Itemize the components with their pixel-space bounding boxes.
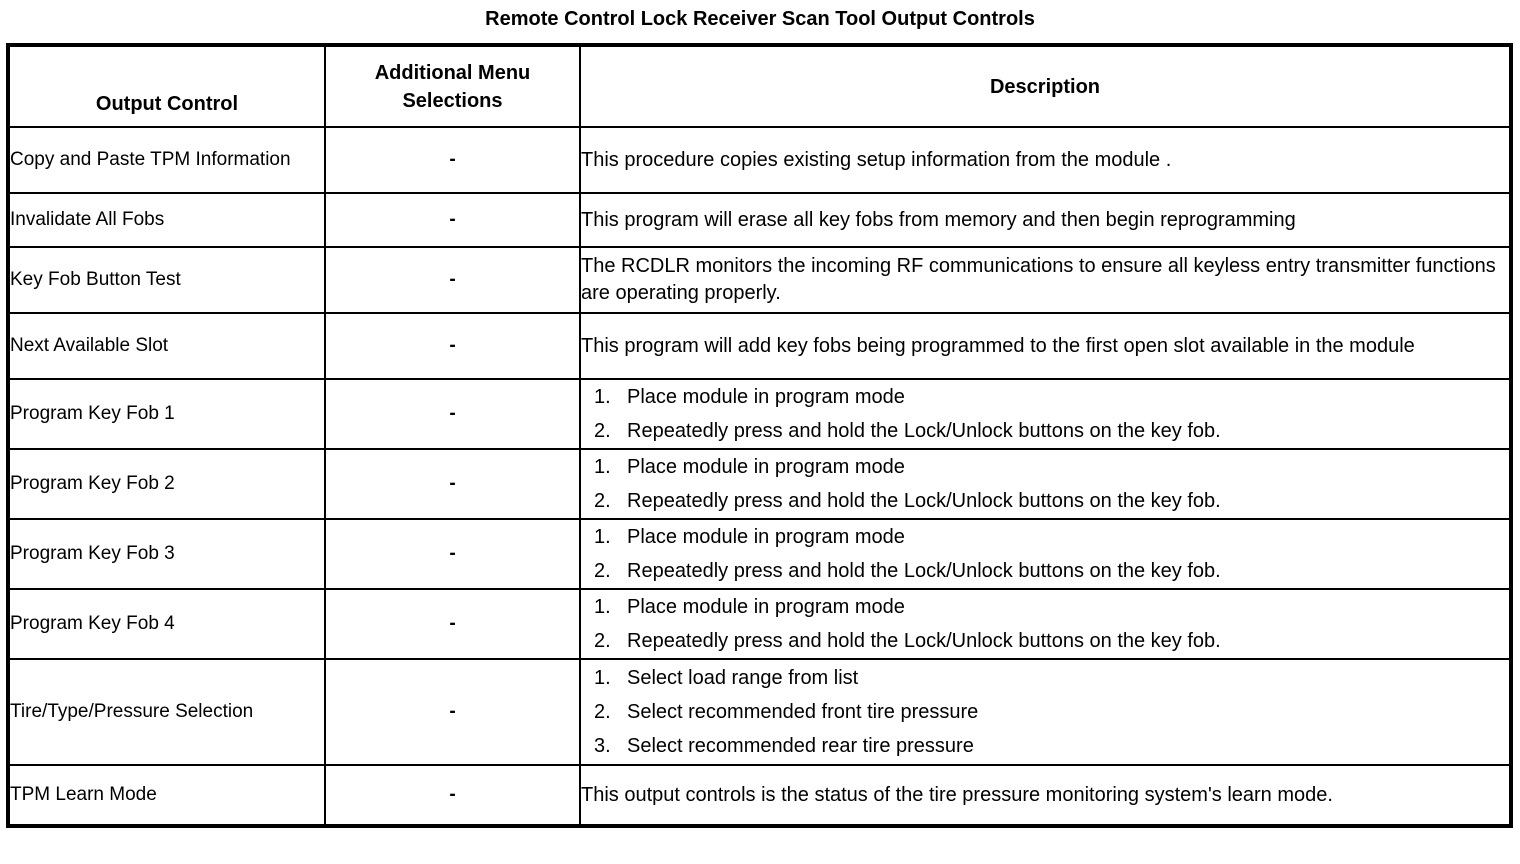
table-row: Program Key Fob 1-Place module in progra…: [7, 378, 1512, 450]
cell-output-control: Invalidate All Fobs: [7, 192, 326, 248]
cell-additional-menu-selections: -: [324, 658, 581, 766]
description-text: This procedure copies existing setup inf…: [581, 148, 1172, 171]
description-step-item: Repeatedly press and hold the Lock/Unloc…: [594, 554, 1221, 588]
output-controls-table: Output Control Additional Menu Selection…: [6, 43, 1513, 828]
description-step-item: Place module in program mode: [594, 450, 905, 484]
description-step-item: Repeatedly press and hold the Lock/Unloc…: [594, 414, 1221, 448]
cell-additional-menu-selections: -: [324, 764, 581, 827]
table-row: Invalidate All Fobs-This program will er…: [7, 192, 1512, 248]
cell-output-control: Next Available Slot: [7, 312, 326, 380]
column-header-additional-menu-selections: Additional Menu Selections: [324, 44, 581, 128]
description-text: This program will add key fobs being pro…: [581, 334, 1415, 357]
table-row: Key Fob Button Test-The RCDLR monitors t…: [7, 246, 1512, 314]
cell-additional-menu-selections: -: [324, 126, 581, 194]
table-row: Tire/Type/Pressure Selection-Select load…: [7, 658, 1512, 766]
description-text: This program will erase all key fobs fro…: [581, 208, 1296, 231]
cell-output-control: Program Key Fob 2: [7, 448, 326, 520]
cell-output-control: Program Key Fob 4: [7, 588, 326, 660]
description-step-item: Place module in program mode: [594, 590, 905, 624]
column-header-line-2: Selections: [402, 89, 503, 112]
description-text: This output controls is the status of th…: [581, 783, 1333, 806]
cell-additional-menu-selections: -: [324, 246, 581, 314]
cell-description: The RCDLR monitors the incoming RF commu…: [579, 246, 1512, 314]
description-step-item: Repeatedly press and hold the Lock/Unloc…: [594, 624, 1221, 658]
cell-output-control: Program Key Fob 3: [7, 518, 326, 590]
table-row: TPM Learn Mode-This output controls is t…: [7, 764, 1512, 827]
description-text: The RCDLR monitors the incoming RF commu…: [581, 255, 1496, 304]
table-row: Program Key Fob 2-Place module in progra…: [7, 448, 1512, 520]
cell-additional-menu-selections: -: [324, 312, 581, 380]
cell-output-control: TPM Learn Mode: [7, 764, 326, 827]
table-body: Copy and Paste TPM Information-This proc…: [7, 126, 1512, 827]
table-row: Program Key Fob 4-Place module in progra…: [7, 588, 1512, 660]
cell-additional-menu-selections: -: [324, 378, 581, 450]
cell-additional-menu-selections: -: [324, 588, 581, 660]
page-title: Remote Control Lock Receiver Scan Tool O…: [485, 8, 1035, 30]
column-header-description: Description: [579, 44, 1512, 128]
cell-output-control: Copy and Paste TPM Information: [7, 126, 326, 194]
table-header: Output Control Additional Menu Selection…: [7, 44, 1512, 128]
description-step-item: Place module in program mode: [594, 520, 905, 554]
column-header-line-1: Additional Menu: [374, 61, 531, 84]
output-controls-table-wrapper: Output Control Additional Menu Selection…: [6, 43, 1513, 828]
cell-description: This procedure copies existing setup inf…: [579, 126, 1512, 194]
description-step-item: Select load range from list: [594, 661, 859, 695]
column-header-output-control: Output Control: [7, 44, 326, 128]
table-row: Program Key Fob 3-Place module in progra…: [7, 518, 1512, 590]
description-step-item: Place module in program mode: [594, 380, 905, 414]
cell-additional-menu-selections: -: [324, 518, 581, 590]
table-header-row: Output Control Additional Menu Selection…: [7, 44, 1512, 128]
cell-additional-menu-selections: -: [324, 192, 581, 248]
cell-description: This program will add key fobs being pro…: [579, 312, 1512, 380]
cell-additional-menu-selections: -: [324, 448, 581, 520]
description-step-item: Repeatedly press and hold the Lock/Unloc…: [594, 484, 1221, 518]
description-step-item: Select recommended front tire pressure: [594, 695, 979, 729]
table-row: Copy and Paste TPM Information-This proc…: [7, 126, 1512, 194]
cell-description: This output controls is the status of th…: [579, 764, 1512, 827]
cell-output-control: Key Fob Button Test: [7, 246, 326, 314]
description-step-item: Select recommended rear tire pressure: [594, 729, 974, 763]
table-row: Next Available Slot-This program will ad…: [7, 312, 1512, 380]
cell-description: This program will erase all key fobs fro…: [579, 192, 1512, 248]
cell-output-control: Program Key Fob 1: [7, 378, 326, 450]
cell-output-control: Tire/Type/Pressure Selection: [7, 658, 326, 766]
